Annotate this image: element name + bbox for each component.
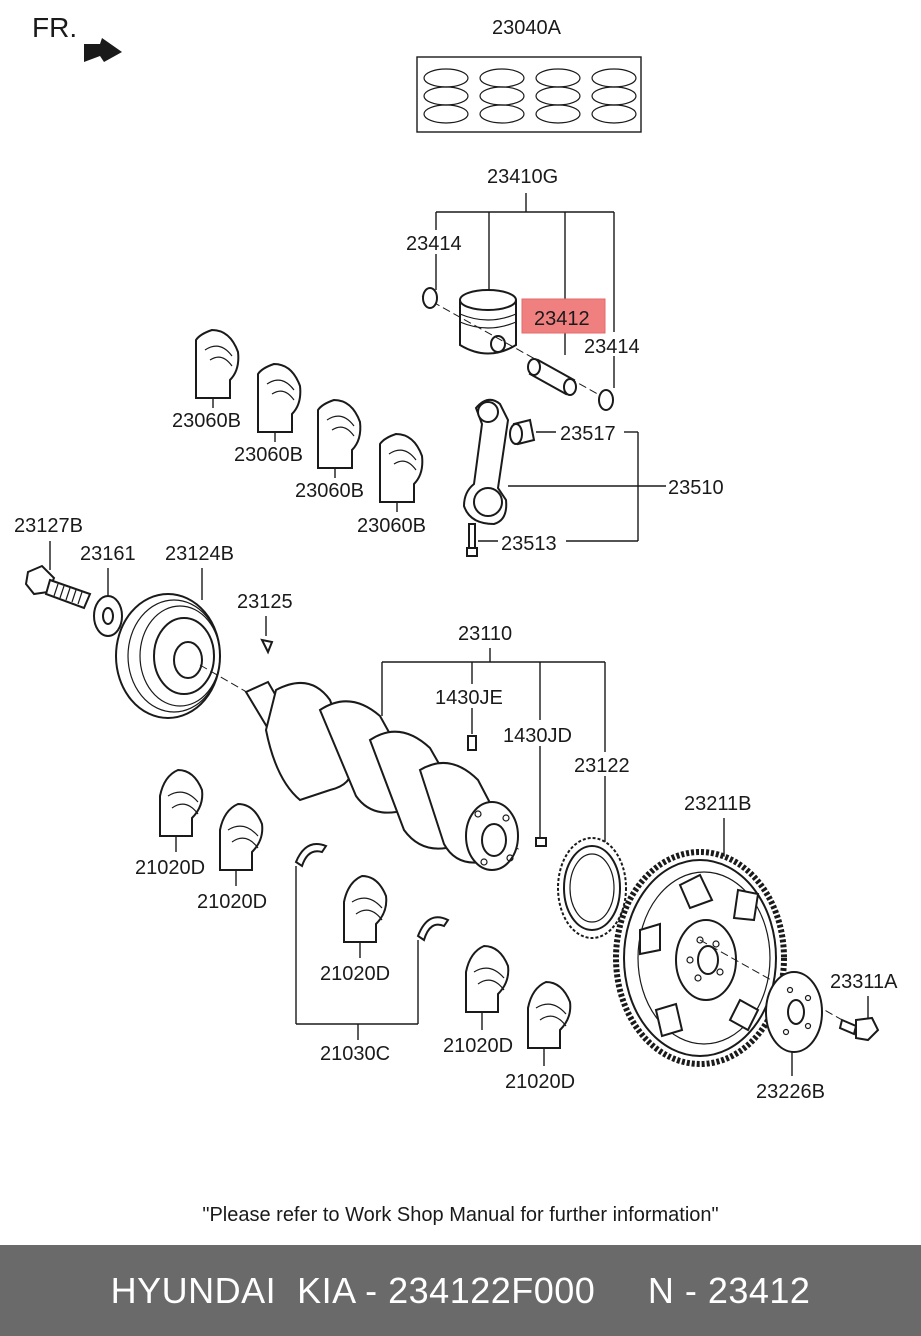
footer-part-number: HYUNDAI KIA - 234122F000 N - 23412 [110, 1270, 811, 1311]
callout-1430JE: 1430JE [435, 687, 503, 709]
callout-23060B-3: 23060B [295, 480, 364, 502]
dowel-pin-je [467, 735, 477, 751]
conrod-bushing [509, 418, 536, 446]
callout-23226B: 23226B [756, 1081, 825, 1103]
conrod-bolt [466, 523, 478, 557]
callout-23414-right: 23414 [584, 336, 640, 358]
exploded-parts-diagram: FR. 23040A 23410G 23414 23414 [14, 12, 898, 1103]
callout-23124B: 23124B [165, 543, 234, 565]
highlight-23412 [521, 298, 606, 334]
flywheel-bolt [838, 1016, 880, 1042]
callout-23510: 23510 [668, 477, 724, 499]
callout-21020D-5: 21020D [505, 1071, 575, 1093]
conrod-leader-lines [478, 431, 666, 542]
dowel-pin-jd [535, 837, 547, 847]
callout-21020D-1: 21020D [135, 857, 205, 879]
main-bearing-4 [465, 944, 510, 1013]
conrod-bearing-1 [195, 328, 240, 399]
sensor-wheel [557, 837, 627, 939]
callout-23110: 23110 [458, 623, 512, 645]
washer [93, 595, 123, 637]
callout-23060B-4: 23060B [357, 515, 426, 537]
piston-axis-line [421, 295, 613, 403]
snap-ring-right [598, 389, 614, 411]
callout-23211B: 23211B [684, 793, 751, 815]
thrust-washer-left [294, 843, 328, 868]
damper-pulley [115, 593, 221, 719]
conrod-bearing-2 [257, 362, 302, 433]
callout-23311A: 23311A [830, 971, 898, 993]
workshop-manual-note: "Please refer to Work Shop Manual for fu… [202, 1204, 719, 1226]
crankshaft-leader-lines [381, 648, 606, 850]
callout-23122: 23122 [574, 755, 630, 777]
callout-21030C: 21030C [320, 1043, 390, 1065]
callout-23513: 23513 [501, 533, 557, 555]
callout-23040A: 23040A [492, 17, 562, 39]
main-bearing-3 [343, 874, 388, 943]
callout-23517: 23517 [560, 423, 616, 445]
main-bearing-2 [219, 802, 264, 871]
main-bearing-1 [159, 768, 204, 837]
callout-21020D-3: 21020D [320, 963, 390, 985]
callout-21020D-2: 21020D [197, 891, 267, 913]
snap-ring-left [422, 287, 438, 309]
adapter-plate [765, 971, 823, 1053]
footer-bar: HYUNDAI KIA - 234122F000 N - 23412 [0, 1245, 921, 1336]
callout-23127B: 23127B [14, 515, 83, 537]
callout-23412: 23412 [534, 308, 590, 330]
thrust-washer-right [416, 916, 450, 942]
pulley-bolt [24, 564, 92, 610]
piston-pin [527, 358, 577, 396]
piston-rings-set [416, 56, 642, 133]
woodruff-key [260, 638, 274, 655]
front-arrow-icon [84, 38, 122, 62]
conrod-bearing-4 [379, 432, 424, 503]
thrust-washer-leader-lines [295, 866, 419, 1040]
callout-23414-left: 23414 [406, 233, 462, 255]
callout-21020D-4: 21020D [443, 1035, 513, 1057]
piston-assy-leader-lines [435, 193, 615, 388]
conrod-bearing-3 [317, 398, 362, 469]
flywheel [613, 849, 787, 1067]
callout-23161: 23161 [80, 543, 136, 565]
orientation-label: FR. [32, 12, 77, 43]
callout-23125: 23125 [237, 591, 293, 613]
callout-23060B-1: 23060B [172, 410, 241, 432]
callout-23410G: 23410G [487, 166, 558, 188]
connecting-rod [462, 398, 510, 526]
crankshaft [244, 680, 519, 871]
callout-23060B-2: 23060B [234, 444, 303, 466]
main-bearing-5 [527, 980, 572, 1049]
callout-1430JD: 1430JD [503, 725, 572, 747]
